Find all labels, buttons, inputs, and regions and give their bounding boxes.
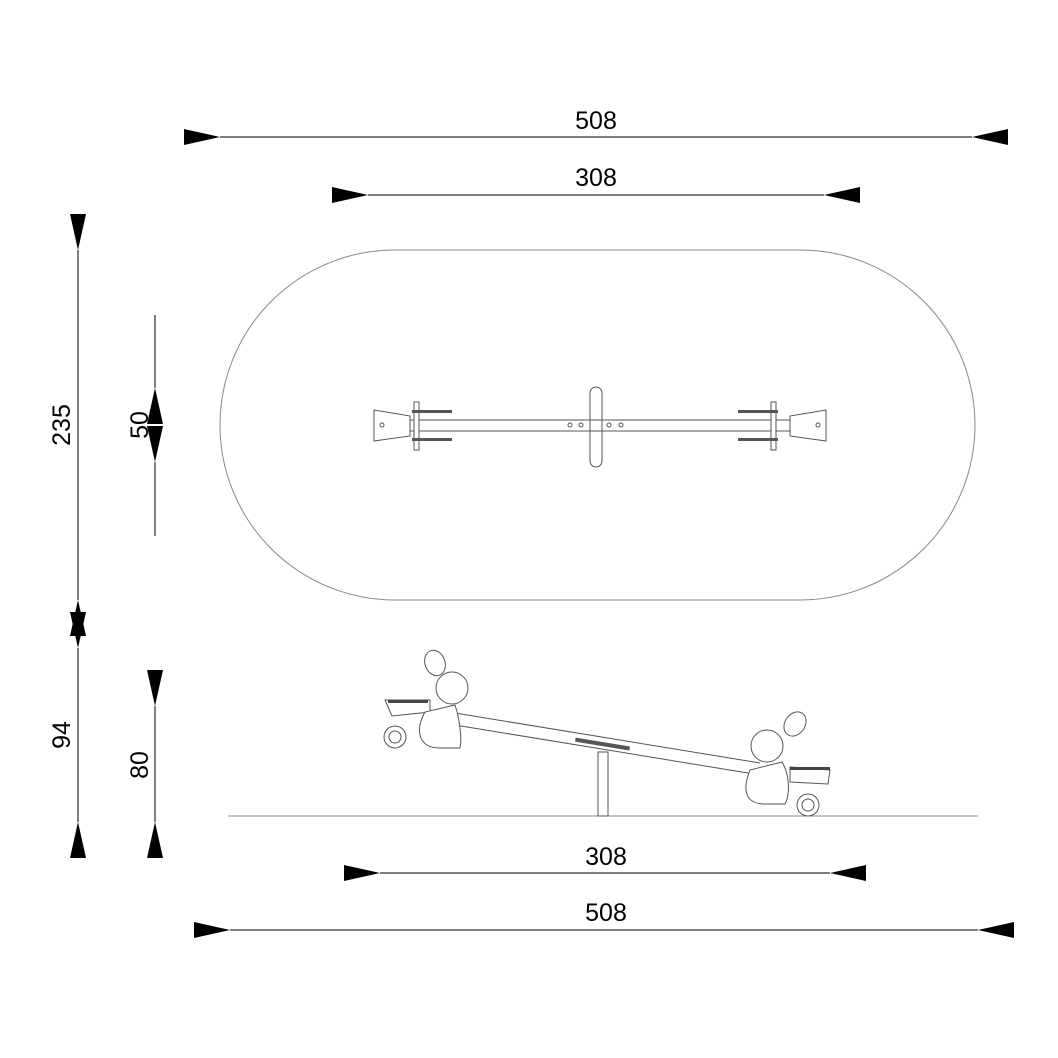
- dimension-overall-width: 235: [48, 214, 86, 636]
- safety-zone-outline: [219, 249, 976, 601]
- dimension-label: 50: [126, 411, 154, 439]
- bunny-seat-left: [383, 649, 469, 749]
- dimension-label: 80: [126, 751, 154, 779]
- dimension-overall-height: 94: [48, 612, 86, 858]
- dimension-equipment-length-top: 308: [332, 164, 860, 203]
- dimension-label: 308: [585, 843, 627, 871]
- dimension-equipment-width: 50: [126, 315, 163, 536]
- seesaw-side-view: [383, 649, 831, 817]
- dimension-label: 235: [48, 404, 76, 446]
- dimension-label: 308: [575, 164, 617, 192]
- dimension-overall-length-top: 508: [184, 107, 1008, 145]
- dimension-equipment-length-bottom: 308: [344, 843, 866, 881]
- dimension-label: 508: [575, 107, 617, 135]
- seesaw-plan-view: [373, 386, 827, 468]
- dimension-label: 508: [585, 899, 627, 927]
- dimension-label: 94: [48, 721, 76, 749]
- bunny-seat-right: [745, 711, 831, 817]
- dimension-pivot-height: 80: [126, 670, 163, 858]
- dimension-overall-length-bottom: 508: [194, 899, 1014, 938]
